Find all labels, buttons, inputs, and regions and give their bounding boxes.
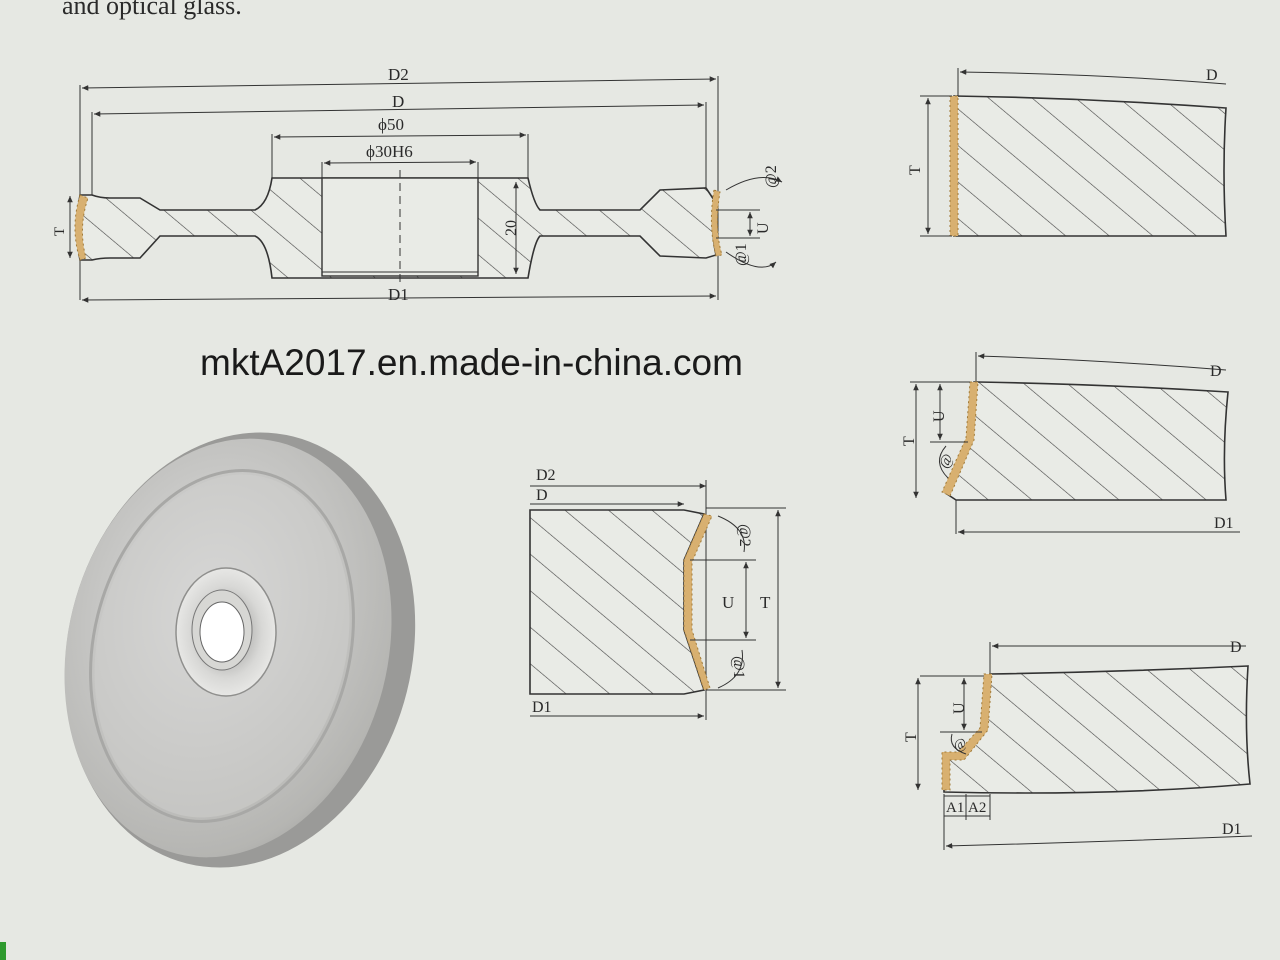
ps-u-label: U xyxy=(951,702,968,714)
header-text: and optical glass. xyxy=(62,0,242,20)
dim-bore-outer-label: ϕ50 xyxy=(378,115,404,134)
ps-d-label: D xyxy=(1230,639,1242,656)
profile-v-groove: D2 D U T @2 @1 D1 xyxy=(529,467,786,720)
watermark: mktA2017.en.made-in-china.com xyxy=(200,342,743,383)
wheel-photo xyxy=(64,432,416,868)
pv-u-label: U xyxy=(722,593,734,612)
dim-h20-label: 20 xyxy=(503,220,520,236)
pb-d-label: D xyxy=(1210,363,1222,380)
main-cross-section: D2 D ϕ50 ϕ30H6 T 20 U @2 @1 xyxy=(52,65,783,304)
dim-d-label: D xyxy=(392,92,404,111)
ps-t-label: T xyxy=(903,732,920,742)
ps-a1-label: A1 xyxy=(946,800,964,816)
dim-d1-label: D1 xyxy=(388,285,409,304)
pf-d-label: D xyxy=(1206,67,1218,84)
pv-a1-label: @1 xyxy=(730,656,747,679)
pv-a2-label: @2 xyxy=(736,524,753,547)
pv-t-label: T xyxy=(760,593,771,612)
profile-bevel: D U T @ D1 xyxy=(901,352,1240,535)
dim-u-label: U xyxy=(755,222,772,234)
pv-d1-label: D1 xyxy=(532,699,552,716)
dim-a1-label: @1 xyxy=(733,243,750,266)
pb-u-label: U xyxy=(931,410,948,422)
dim-d2-label: D2 xyxy=(388,65,409,84)
profile-step: D U T @ A1 A2 D1 xyxy=(903,639,1253,850)
pv-d2-label: D2 xyxy=(536,467,556,484)
pb-t-label: T xyxy=(901,436,918,446)
profile-flat: D T xyxy=(907,67,1227,237)
pv-d-label: D xyxy=(536,487,548,504)
pb-d1-label: D1 xyxy=(1214,515,1234,532)
ps-a2-label: A2 xyxy=(968,800,986,816)
pf-t-label: T xyxy=(907,165,924,175)
ps-d1-label: D1 xyxy=(1222,821,1242,838)
page-accent-mark xyxy=(0,942,6,960)
dim-a2-label: @2 xyxy=(763,165,780,188)
dim-bore-inner-label: ϕ30H6 xyxy=(366,142,413,161)
dim-t-label: T xyxy=(52,227,68,236)
